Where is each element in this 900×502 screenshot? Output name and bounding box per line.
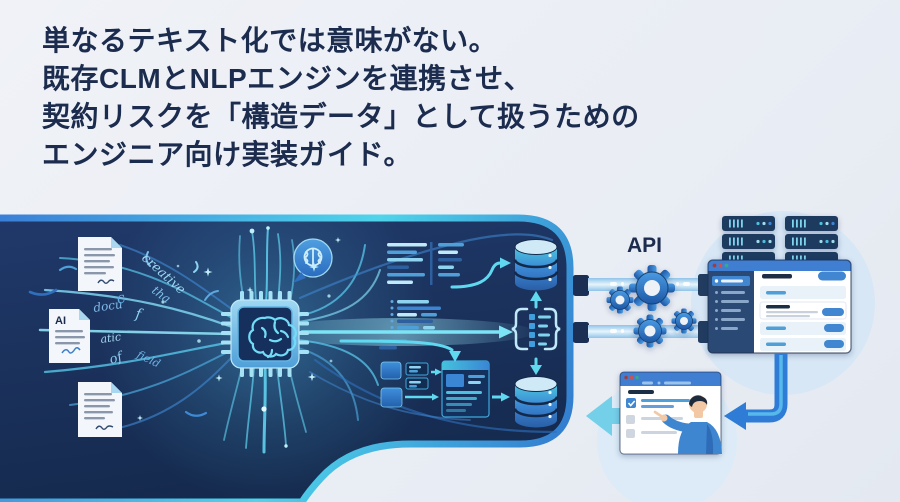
json-structure-icon [511,307,561,351]
sidebar-items [715,291,749,330]
row-button [824,340,844,348]
checklist-item-checked [626,398,690,408]
nlp-panel: AI creative tha [0,214,589,502]
signature-squiggle [97,279,115,284]
word-fragment: docu [92,297,123,315]
database-icon-bottom [513,376,559,428]
ai-brain-chip-icon [221,291,309,377]
sidebar-item-active [712,276,750,286]
checklist-title [628,390,654,394]
content-title-bar [762,274,792,279]
word-fragment: atic [100,330,122,346]
signature-squiggle [61,346,81,354]
signature-squiggle [95,425,114,430]
pointing-finger [653,410,666,420]
ai-badge-label: AI [55,315,66,327]
pipe-down-arrow [724,353,788,430]
gear-small-icon [606,286,634,314]
engineer-person [653,395,722,454]
primary-button [818,271,846,281]
line-end-dots [94,226,333,448]
brain-icon [248,316,297,359]
contract-document-icon-1 [78,237,122,291]
gear-medium-icon [633,314,667,348]
traffic-dot-red2 [718,263,723,268]
word-fragment: f [133,306,145,323]
ai-document-icon: AI [49,309,90,363]
flow-lines-right [297,233,558,434]
person-arm [661,414,693,433]
code-lines-block-middle [379,300,441,350]
chip-pins [221,291,309,377]
person-hair [689,395,708,407]
server-status-lights [756,221,835,244]
row-button [822,308,844,316]
return-arrow [586,396,640,436]
traffic-dot-green [635,375,639,380]
headline-line-4: エンジニア向け実装ガイド。 [42,139,412,170]
traffic-dot-green [724,263,729,268]
headline-line-2: 既存CLMとNLPエンジンを連携させ、 [42,63,533,94]
chat-bubble-brain-icon [293,238,333,283]
window-main-content [759,271,847,351]
gears-icon [606,265,697,348]
panel-connector-bottom [573,322,589,343]
clm-app-window [707,259,852,354]
traffic-dot-red [624,375,628,380]
panel-arrows [300,257,542,375]
gear-tiny-icon [671,308,697,334]
headline-line-1: 単なるテキスト化では意味がない。 [42,25,498,56]
structured-card [441,360,490,418]
headline: 単なるテキスト化では意味がない。 既存CLMとNLPエンジンを連携させ、 契約リ… [42,22,640,174]
panel-connector-top [573,275,589,296]
headline-line-3: 契約リスクを「構造データ」として扱うための [42,101,640,132]
code-divider [430,242,433,285]
database-icon-top [513,239,559,291]
contract-document-icon-2 [78,382,122,437]
window-titlebar [708,260,851,271]
check-icon [627,400,636,407]
row-button [824,324,844,332]
checklist-item [626,429,677,438]
traffic-dot-red2 [629,375,634,380]
traffic-dot-red [712,263,717,268]
flowchart-nodes [380,360,510,418]
code-lines-block-top [387,242,464,285]
api-label: API [627,234,662,257]
gear-large-icon [629,265,675,311]
